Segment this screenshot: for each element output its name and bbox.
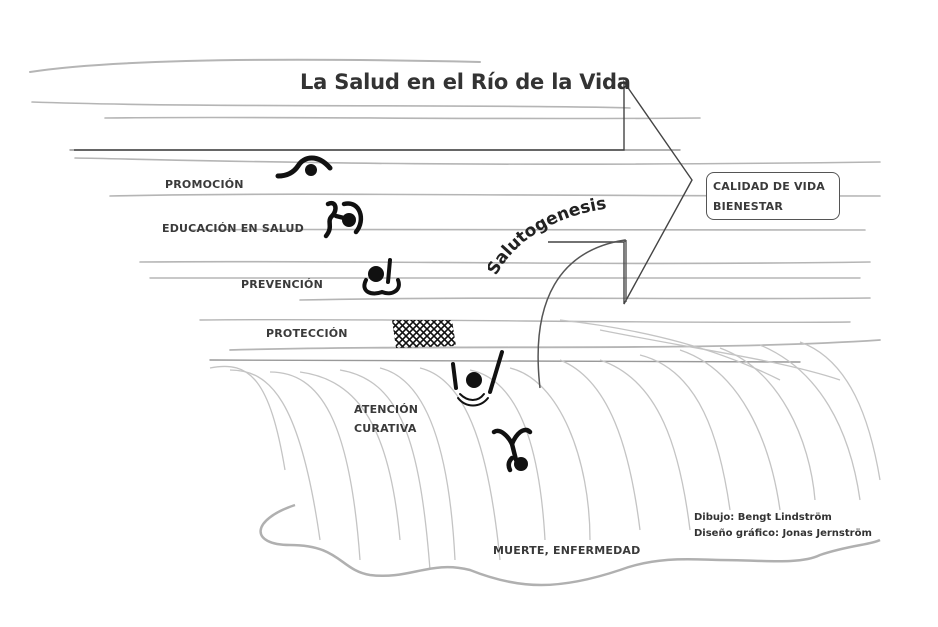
- river-line: [139, 260, 871, 265]
- swimmer-educacion-icon: [323, 200, 364, 239]
- salutogenesis-text: Salutogenesis: [488, 194, 608, 278]
- swimmer-promocion-icon: [275, 155, 333, 179]
- big-arrow-outline: [74, 79, 693, 305]
- river-line: [74, 157, 881, 165]
- salutogenesis-label: Salutogenesis: [488, 194, 608, 278]
- svg-text:Salutogenesis: Salutogenesis: [488, 194, 608, 278]
- label-prevencion: PREVENCIÓN: [241, 278, 324, 291]
- waterfall-splash: [259, 503, 881, 587]
- label-proteccion: PROTECCIÓN: [266, 327, 348, 340]
- outcome-bienestar: BIENESTAR: [713, 200, 784, 213]
- label-promocion: PROMOCIÓN: [165, 178, 244, 191]
- safety-net-icon: [392, 320, 456, 348]
- label-curativa: CURATIVA: [354, 422, 417, 435]
- diagram-title: La Salud en el Río de la Vida: [300, 70, 631, 94]
- swimmer-prevencion-icon: [362, 258, 401, 296]
- river-line: [149, 276, 861, 280]
- river-line: [104, 116, 701, 120]
- salutogenesis-curve: [537, 239, 626, 389]
- waterfall: [209, 319, 881, 571]
- river-line: [199, 318, 851, 324]
- river-line: [31, 101, 631, 109]
- credits: Dibujo: Bengt Lindström Diseño gráfico: …: [694, 510, 872, 542]
- river-line: [299, 297, 871, 301]
- label-muerte-enfermedad: MUERTE, ENFERMEDAD: [493, 544, 641, 557]
- outcome-calidad-de-vida: CALIDAD DE VIDA: [713, 180, 826, 193]
- river-line: [29, 58, 481, 73]
- river-line: [189, 228, 866, 232]
- river-line: [229, 339, 881, 351]
- river-line: [209, 359, 801, 363]
- credit-design: Diseño gráfico: Jonas Jernström: [694, 528, 872, 539]
- credit-drawing: Dibujo: Bengt Lindström: [694, 512, 832, 523]
- falling-person-atencion-icon: [451, 350, 504, 407]
- label-educacion-en-salud: EDUCACIÓN EN SALUD: [162, 222, 304, 235]
- label-atencion: ATENCIÓN: [354, 403, 419, 416]
- outcome-box: CALIDAD DE VIDA BIENESTAR: [706, 172, 840, 220]
- river-flow-lines: [29, 58, 881, 363]
- falling-person-waterfall-icon: [491, 427, 533, 473]
